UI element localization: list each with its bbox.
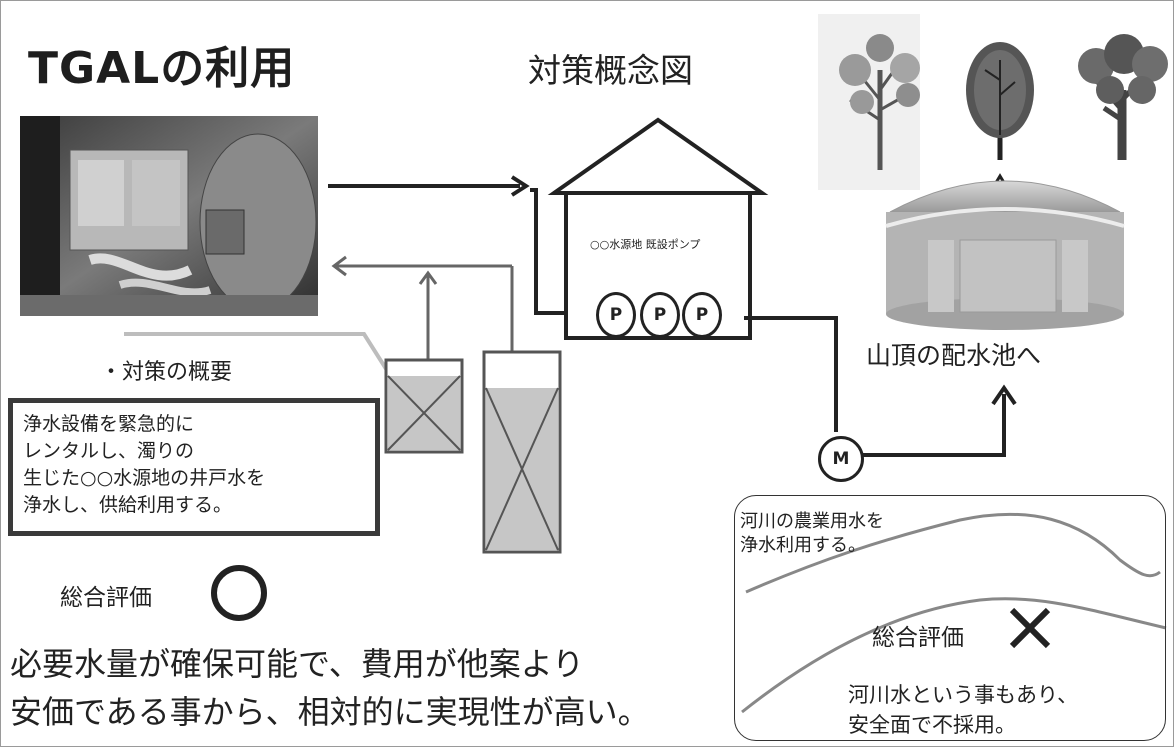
- supply-arrow: [328, 175, 594, 315]
- pump-3: P: [682, 292, 722, 338]
- pump-2: P: [640, 292, 680, 338]
- tree-icon: [818, 14, 920, 190]
- evaluation-label: 総合評価: [60, 585, 152, 611]
- river-lines: [741, 512, 1167, 714]
- river-result-line: 河川水という事もあり、: [848, 683, 1079, 707]
- river-result: 河川水という事もあり、 安全面で不採用。: [848, 680, 1078, 740]
- delivery-line: [744, 316, 1017, 457]
- tree-icon: [1078, 34, 1168, 160]
- filter-tank-icon: [384, 350, 562, 554]
- reservoir-icon: [885, 180, 1125, 330]
- motor: M: [818, 436, 864, 482]
- destination-label: 山頂の配水池へ: [866, 341, 1042, 370]
- river-description-line: 河川の農業用水を: [740, 511, 884, 532]
- circle-mark-icon: [211, 565, 267, 621]
- tree-icon: [966, 42, 1034, 187]
- outline-line: 生じた○○水源地の井戸水を: [23, 467, 266, 489]
- pump-house-label: ○○水源地 既設ポンプ: [590, 238, 701, 251]
- outline-heading: ・対策の概要: [100, 360, 233, 385]
- river-evaluation-label: 総合評価: [872, 625, 964, 651]
- slide-title: TGALの利用: [28, 43, 296, 94]
- river-description-line: 浄水利用する。: [740, 535, 866, 556]
- river-description: 河川の農業用水を 浄水利用する。: [740, 510, 884, 558]
- equipment-photo: [20, 116, 318, 316]
- outline-line: 浄水し、供給利用する。: [23, 494, 233, 516]
- river-option-box: [734, 495, 1166, 741]
- concept-title: 対策概念図: [528, 51, 693, 90]
- outline-box: 浄水設備を緊急的に レンタルし、濁りの 生じた○○水源地の井戸水を 浄水し、供給…: [8, 398, 380, 536]
- pump-1: P: [596, 292, 636, 338]
- conclusion-line: 必要水量が確保可能で、費用が他案より: [10, 645, 585, 683]
- conclusion: 必要水量が確保可能で、費用が他案より 安価である事から、相対的に実現性が高い。: [10, 640, 650, 736]
- cross-mark-icon: [1009, 607, 1051, 649]
- outline-line: レンタルし、濁りの: [23, 440, 195, 462]
- river-result-line: 安全面で不採用。: [848, 713, 1016, 737]
- conclusion-line: 安価である事から、相対的に実現性が高い。: [10, 693, 650, 731]
- outline-line: 浄水設備を緊急的に: [23, 413, 195, 435]
